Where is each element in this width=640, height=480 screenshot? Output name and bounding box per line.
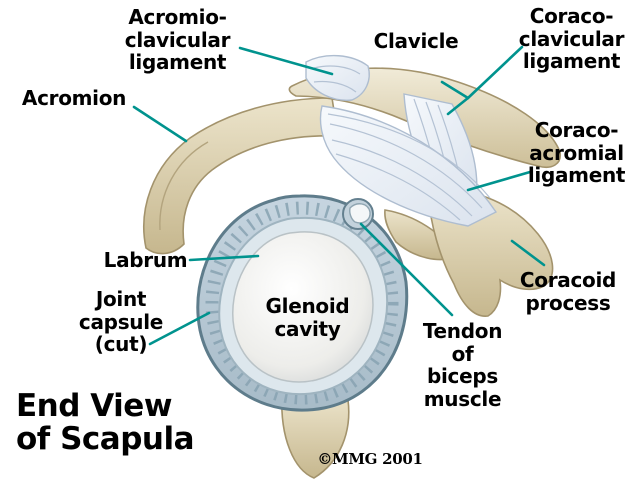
copyright-notice: ©MMG 2001 [317, 450, 423, 468]
leader-lines [132, 45, 546, 346]
label-joint-capsule: Joint capsule (cut) [78, 287, 164, 357]
page-title: End View of Scapula [16, 388, 195, 458]
label-coracoid-process: Coracoid process [519, 268, 617, 315]
label-tendon-of-biceps-muscle: Tendon of biceps muscle [422, 319, 503, 411]
leader-line-coracoclavicular-ligament [466, 45, 524, 100]
acromion-bone [143, 97, 339, 255]
leader-line-coracoacromial-ligament [466, 170, 532, 192]
glenoid-cavity-surface [232, 231, 374, 383]
leader-line-joint-capsule [148, 311, 211, 346]
leader-line-acromion [132, 105, 188, 143]
label-acromion: Acromion [21, 86, 127, 110]
leader-line-coracoclavicular-branch-1 [446, 96, 470, 116]
leader-line-acromioclavicular-ligament [238, 46, 334, 76]
biceps-tendon-shape [342, 198, 374, 230]
label-glenoid-cavity: Glenoid cavity [265, 294, 350, 341]
leader-line-coracoclavicular-branch-2 [440, 80, 470, 100]
leader-line-tendon-of-biceps [359, 222, 454, 317]
label-acromioclavicular-ligament: Acromio- clavicular ligament [124, 5, 231, 75]
leader-line-coracoid-process [510, 239, 546, 267]
leader-line-labrum [188, 254, 260, 262]
label-coracoclavicular-ligament: Coraco- clavicular ligament [518, 4, 625, 74]
label-clavicle: Clavicle [373, 29, 459, 53]
label-coracoacromial-ligament: Coraco- acromial ligament [527, 118, 626, 188]
acromioclavicular-ligament-shape [305, 54, 370, 101]
coracoacromial-ligament-shape [319, 105, 498, 227]
label-labrum: Labrum [103, 248, 188, 272]
capsule-pleats-texture [205, 201, 399, 405]
